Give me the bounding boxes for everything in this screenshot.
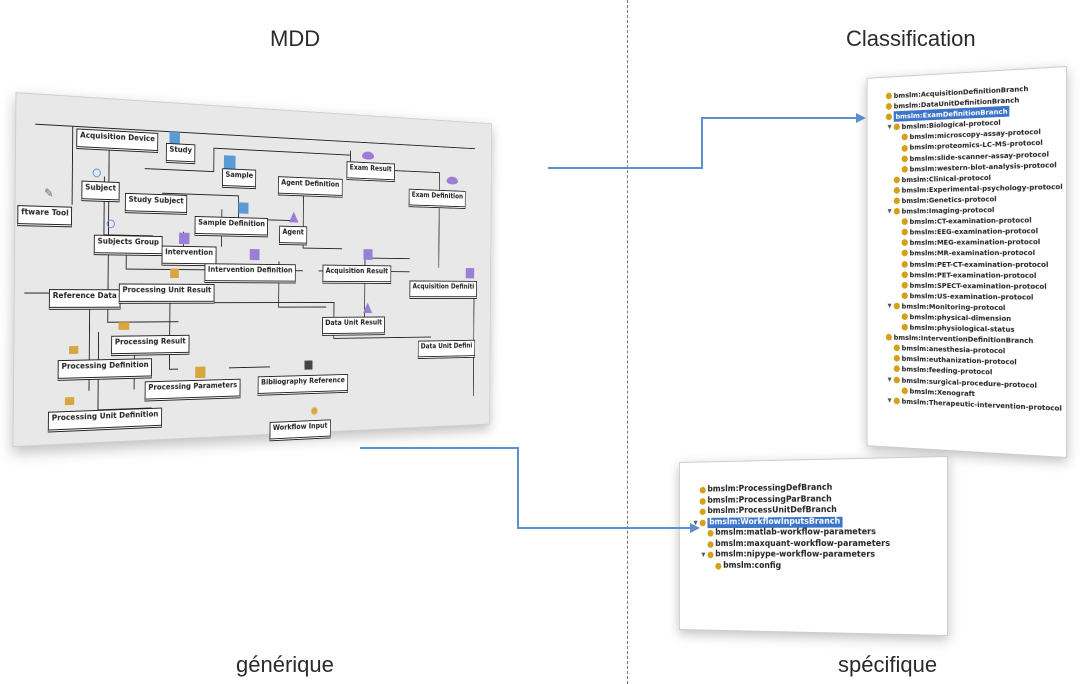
arrowhead-classification xyxy=(856,113,866,123)
arrow-exam-definition-to-classification xyxy=(548,117,858,169)
arrowhead-specific xyxy=(690,523,700,533)
heading-specifique: spécifique xyxy=(838,652,938,677)
vertical-divider xyxy=(627,0,628,684)
heading-mdd: MDD xyxy=(270,26,321,51)
heading-classification: Classification xyxy=(846,26,976,51)
arrow-workflow-input-to-specific xyxy=(360,447,692,529)
heading-generique: générique xyxy=(236,652,334,677)
